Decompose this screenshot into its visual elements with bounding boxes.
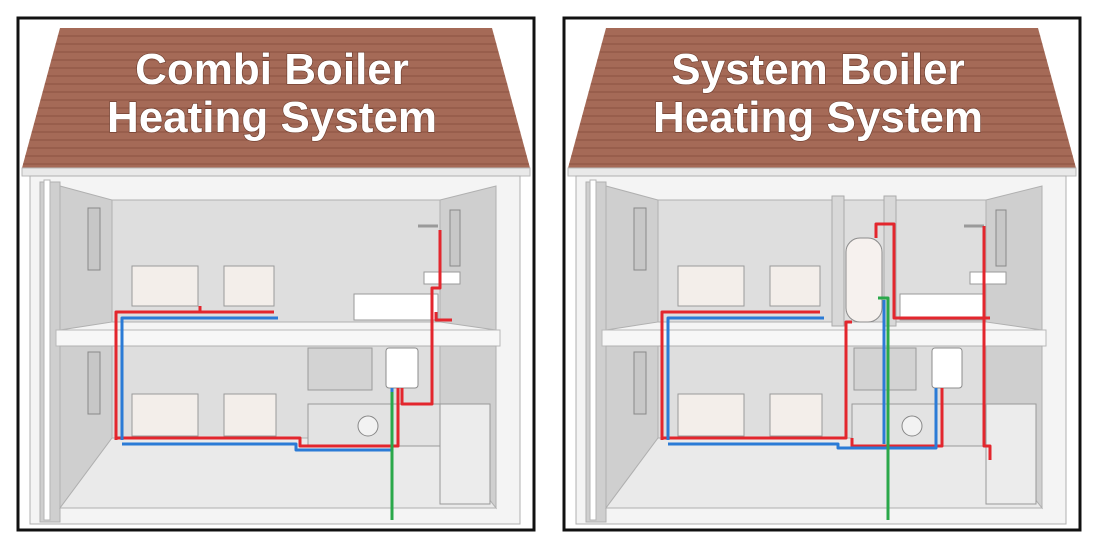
bath-icon bbox=[353, 293, 439, 321]
basin bbox=[969, 271, 1007, 285]
roof bbox=[568, 28, 1076, 168]
upper-room-right-wall bbox=[439, 185, 497, 331]
panel-title: Combi Boiler bbox=[135, 45, 409, 94]
worktop-return bbox=[985, 403, 1037, 505]
washing-machine-icon bbox=[901, 415, 923, 437]
washing-machine-icon bbox=[357, 415, 379, 437]
panel-title: Heating System bbox=[653, 93, 983, 142]
boiler-icon bbox=[931, 347, 963, 389]
bath-icon bbox=[899, 293, 985, 321]
panel-title: System Boiler bbox=[671, 45, 964, 94]
ground-floor bbox=[605, 437, 1044, 509]
radiator-icon bbox=[223, 265, 275, 307]
basin bbox=[423, 271, 461, 285]
window bbox=[449, 209, 461, 267]
window bbox=[87, 351, 101, 415]
roof-tile-lines bbox=[23, 35, 529, 165]
upper-room-right-wall bbox=[985, 185, 1043, 331]
radiator-icon bbox=[131, 265, 199, 307]
wall-cabinet bbox=[307, 347, 373, 391]
combi-boiler-panel: Combi Boiler Heating System bbox=[16, 16, 536, 532]
radiator-icon bbox=[769, 393, 823, 437]
radiator-icon bbox=[131, 393, 199, 437]
downpipe bbox=[43, 179, 51, 521]
upper-room-left-wall bbox=[605, 185, 659, 331]
window bbox=[633, 351, 647, 415]
roof-tile-lines bbox=[569, 35, 1075, 165]
upper-room-left-wall bbox=[59, 185, 113, 331]
gutter bbox=[567, 167, 1077, 177]
roof bbox=[22, 28, 530, 168]
worktop-return bbox=[439, 403, 491, 505]
window bbox=[87, 207, 101, 271]
flow-pipework bbox=[114, 230, 452, 520]
downpipe bbox=[589, 179, 597, 521]
radiator-icon bbox=[677, 265, 745, 307]
hot-water-cylinder-icon bbox=[845, 237, 883, 323]
radiator-icon bbox=[223, 393, 277, 437]
flow-pipework bbox=[660, 222, 992, 520]
panel-title: Heating System bbox=[107, 93, 437, 142]
radiator-icon bbox=[677, 393, 745, 437]
boiler-icon bbox=[385, 347, 419, 389]
airing-cupboard-partition bbox=[831, 195, 845, 327]
ground-floor bbox=[59, 437, 498, 509]
radiator-icon bbox=[769, 265, 821, 307]
gutter bbox=[21, 167, 531, 177]
window bbox=[995, 209, 1007, 267]
window bbox=[633, 207, 647, 271]
system-boiler-panel: System Boiler Heating System bbox=[562, 16, 1082, 532]
